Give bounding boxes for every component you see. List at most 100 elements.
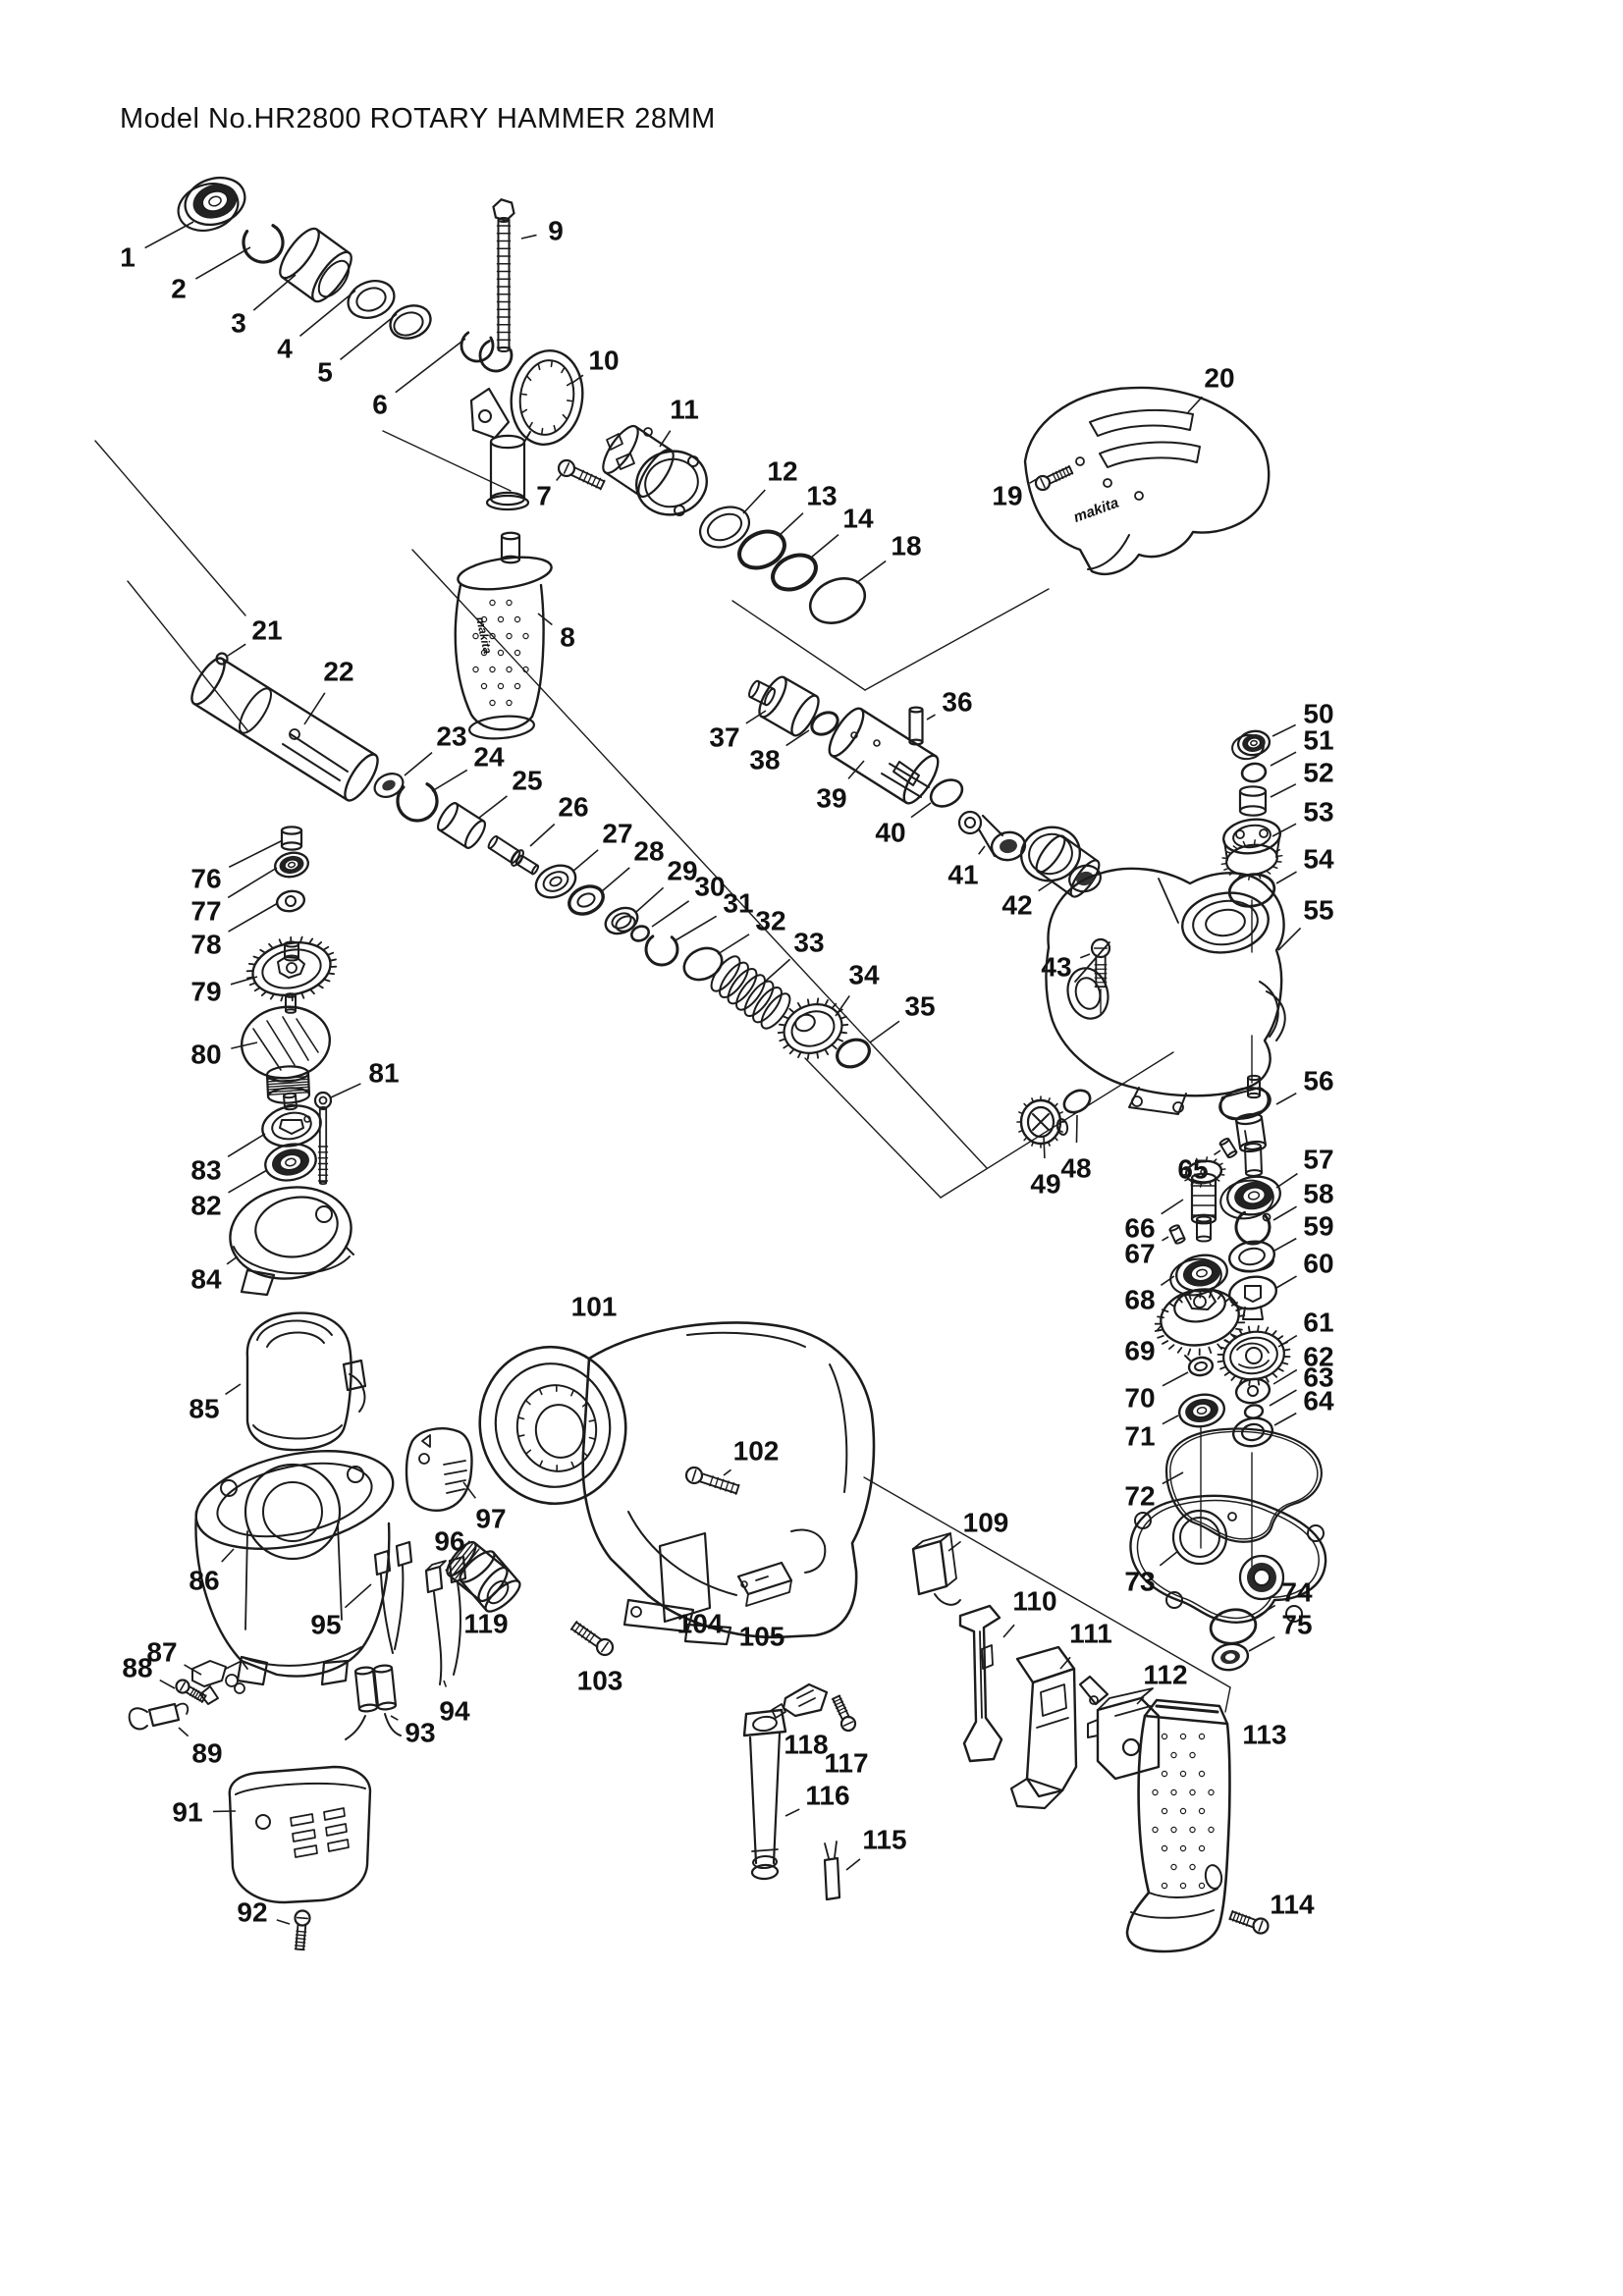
part-58-glyph bbox=[1234, 1210, 1271, 1246]
part-51-leader bbox=[1270, 751, 1297, 767]
part-88-label: 88 bbox=[122, 1653, 152, 1683]
part-53-leader bbox=[1271, 823, 1297, 837]
part-91: 91 bbox=[172, 1765, 372, 1904]
part-84: 84 bbox=[190, 1186, 354, 1297]
part-4-glyph bbox=[347, 280, 396, 319]
part-39-leader bbox=[847, 760, 865, 779]
part-51-glyph bbox=[1240, 762, 1268, 783]
part-1-label: 1 bbox=[120, 242, 135, 273]
part-92-leader bbox=[276, 1919, 291, 1925]
part-25-label: 25 bbox=[512, 766, 542, 796]
part-41: 41 bbox=[947, 810, 1027, 890]
part-25-glyph bbox=[436, 802, 487, 849]
part-1: 1 bbox=[120, 176, 246, 273]
part-37-glyph bbox=[748, 675, 820, 737]
part-52-leader bbox=[1270, 783, 1297, 798]
part-50-glyph bbox=[1231, 729, 1271, 761]
part-26-leader bbox=[529, 823, 556, 847]
part-102: 102 bbox=[684, 1436, 779, 1495]
part-69-label: 69 bbox=[1124, 1336, 1155, 1366]
part-78-leader bbox=[228, 902, 279, 933]
part-111-label: 111 bbox=[1069, 1619, 1112, 1649]
part-74-leader bbox=[1254, 1604, 1276, 1619]
part-58: 58 bbox=[1234, 1179, 1334, 1246]
part-65-glyph bbox=[1218, 1137, 1238, 1159]
part-9-label: 9 bbox=[548, 216, 564, 246]
part-104: 104 bbox=[658, 1531, 724, 1639]
part-13-label: 13 bbox=[806, 481, 837, 511]
part-92-glyph bbox=[294, 1909, 311, 1951]
part-36-glyph bbox=[908, 706, 924, 746]
part-110-label: 110 bbox=[1012, 1586, 1056, 1617]
part-21-label: 21 bbox=[251, 615, 282, 646]
part-77-label: 77 bbox=[190, 896, 221, 927]
part-50: 50 bbox=[1231, 699, 1334, 761]
part-40-glyph bbox=[929, 778, 964, 808]
part-50-leader bbox=[1271, 723, 1296, 737]
part-57-glyph bbox=[1219, 1175, 1281, 1220]
part-87-leader bbox=[184, 1664, 202, 1676]
part-11-glyph bbox=[602, 424, 708, 516]
part-48-label: 48 bbox=[1060, 1153, 1091, 1184]
part-5-glyph bbox=[389, 304, 432, 340]
part-42-label: 42 bbox=[1001, 890, 1032, 921]
part-94-label: 94 bbox=[439, 1696, 470, 1727]
part-80: 80 bbox=[190, 992, 332, 1111]
part-64-label: 64 bbox=[1303, 1386, 1334, 1416]
part-119-glyph bbox=[459, 1550, 521, 1613]
part-2-leader bbox=[194, 246, 251, 280]
part-112: 112 bbox=[1078, 1660, 1188, 1781]
part-85-label: 85 bbox=[189, 1394, 219, 1424]
part-64: 64 bbox=[1231, 1386, 1334, 1448]
part-53: 53 bbox=[1220, 797, 1334, 881]
part-58-label: 58 bbox=[1303, 1179, 1333, 1209]
part-66: 66 bbox=[1124, 1156, 1226, 1244]
part-81-glyph bbox=[313, 1091, 333, 1186]
part-38-label: 38 bbox=[749, 745, 780, 775]
part-93-glyph bbox=[345, 1664, 402, 1740]
part-56-leader bbox=[1275, 1092, 1297, 1105]
part-5-leader bbox=[340, 313, 398, 361]
part-2-label: 2 bbox=[171, 274, 187, 304]
part-67-glyph bbox=[1168, 1224, 1186, 1245]
part-104-glyph bbox=[658, 1531, 712, 1624]
part-55-leader bbox=[1277, 927, 1302, 951]
part-72-label: 72 bbox=[1124, 1481, 1155, 1512]
part-38-glyph bbox=[810, 711, 839, 736]
part-59-leader bbox=[1273, 1237, 1297, 1252]
part-74-label: 74 bbox=[1281, 1577, 1313, 1608]
part-32-label: 32 bbox=[755, 906, 785, 936]
part-91-label: 91 bbox=[172, 1797, 202, 1828]
part-79-glyph bbox=[245, 935, 338, 1002]
part-76-glyph bbox=[280, 826, 303, 851]
part-116-glyph bbox=[742, 1708, 787, 1881]
part-52-glyph bbox=[1238, 785, 1268, 817]
part-77-glyph bbox=[274, 851, 309, 879]
part-40: 40 bbox=[875, 778, 964, 848]
part-25: 25 bbox=[436, 766, 543, 849]
part-102-leader bbox=[723, 1468, 731, 1476]
part-26-glyph bbox=[487, 834, 540, 876]
part-32-glyph bbox=[682, 946, 724, 982]
part-1-glyph bbox=[177, 176, 246, 232]
part-97-glyph bbox=[405, 1427, 473, 1512]
diagram-title: Model No.HR2800 ROTARY HAMMER 28MM bbox=[120, 103, 716, 134]
part-82-label: 82 bbox=[190, 1191, 221, 1221]
part-19-leader bbox=[1029, 478, 1038, 484]
part-81-leader bbox=[330, 1083, 361, 1098]
part-26: 26 bbox=[487, 792, 589, 876]
part-76-leader bbox=[228, 839, 284, 869]
part-89-label: 89 bbox=[191, 1738, 222, 1769]
part-56: 56 bbox=[1218, 1066, 1334, 1177]
part-30-glyph bbox=[630, 925, 650, 942]
part-37-leader bbox=[745, 710, 767, 724]
part-4-leader bbox=[298, 290, 356, 337]
part-62-label: 62 bbox=[1303, 1342, 1333, 1372]
part-39-glyph bbox=[828, 707, 940, 805]
part-62: 62 bbox=[1234, 1342, 1334, 1405]
part-80-label: 80 bbox=[190, 1040, 221, 1070]
part-55-label: 55 bbox=[1303, 895, 1333, 926]
part-10: 10 bbox=[469, 346, 620, 511]
part-97-label: 97 bbox=[475, 1504, 506, 1534]
